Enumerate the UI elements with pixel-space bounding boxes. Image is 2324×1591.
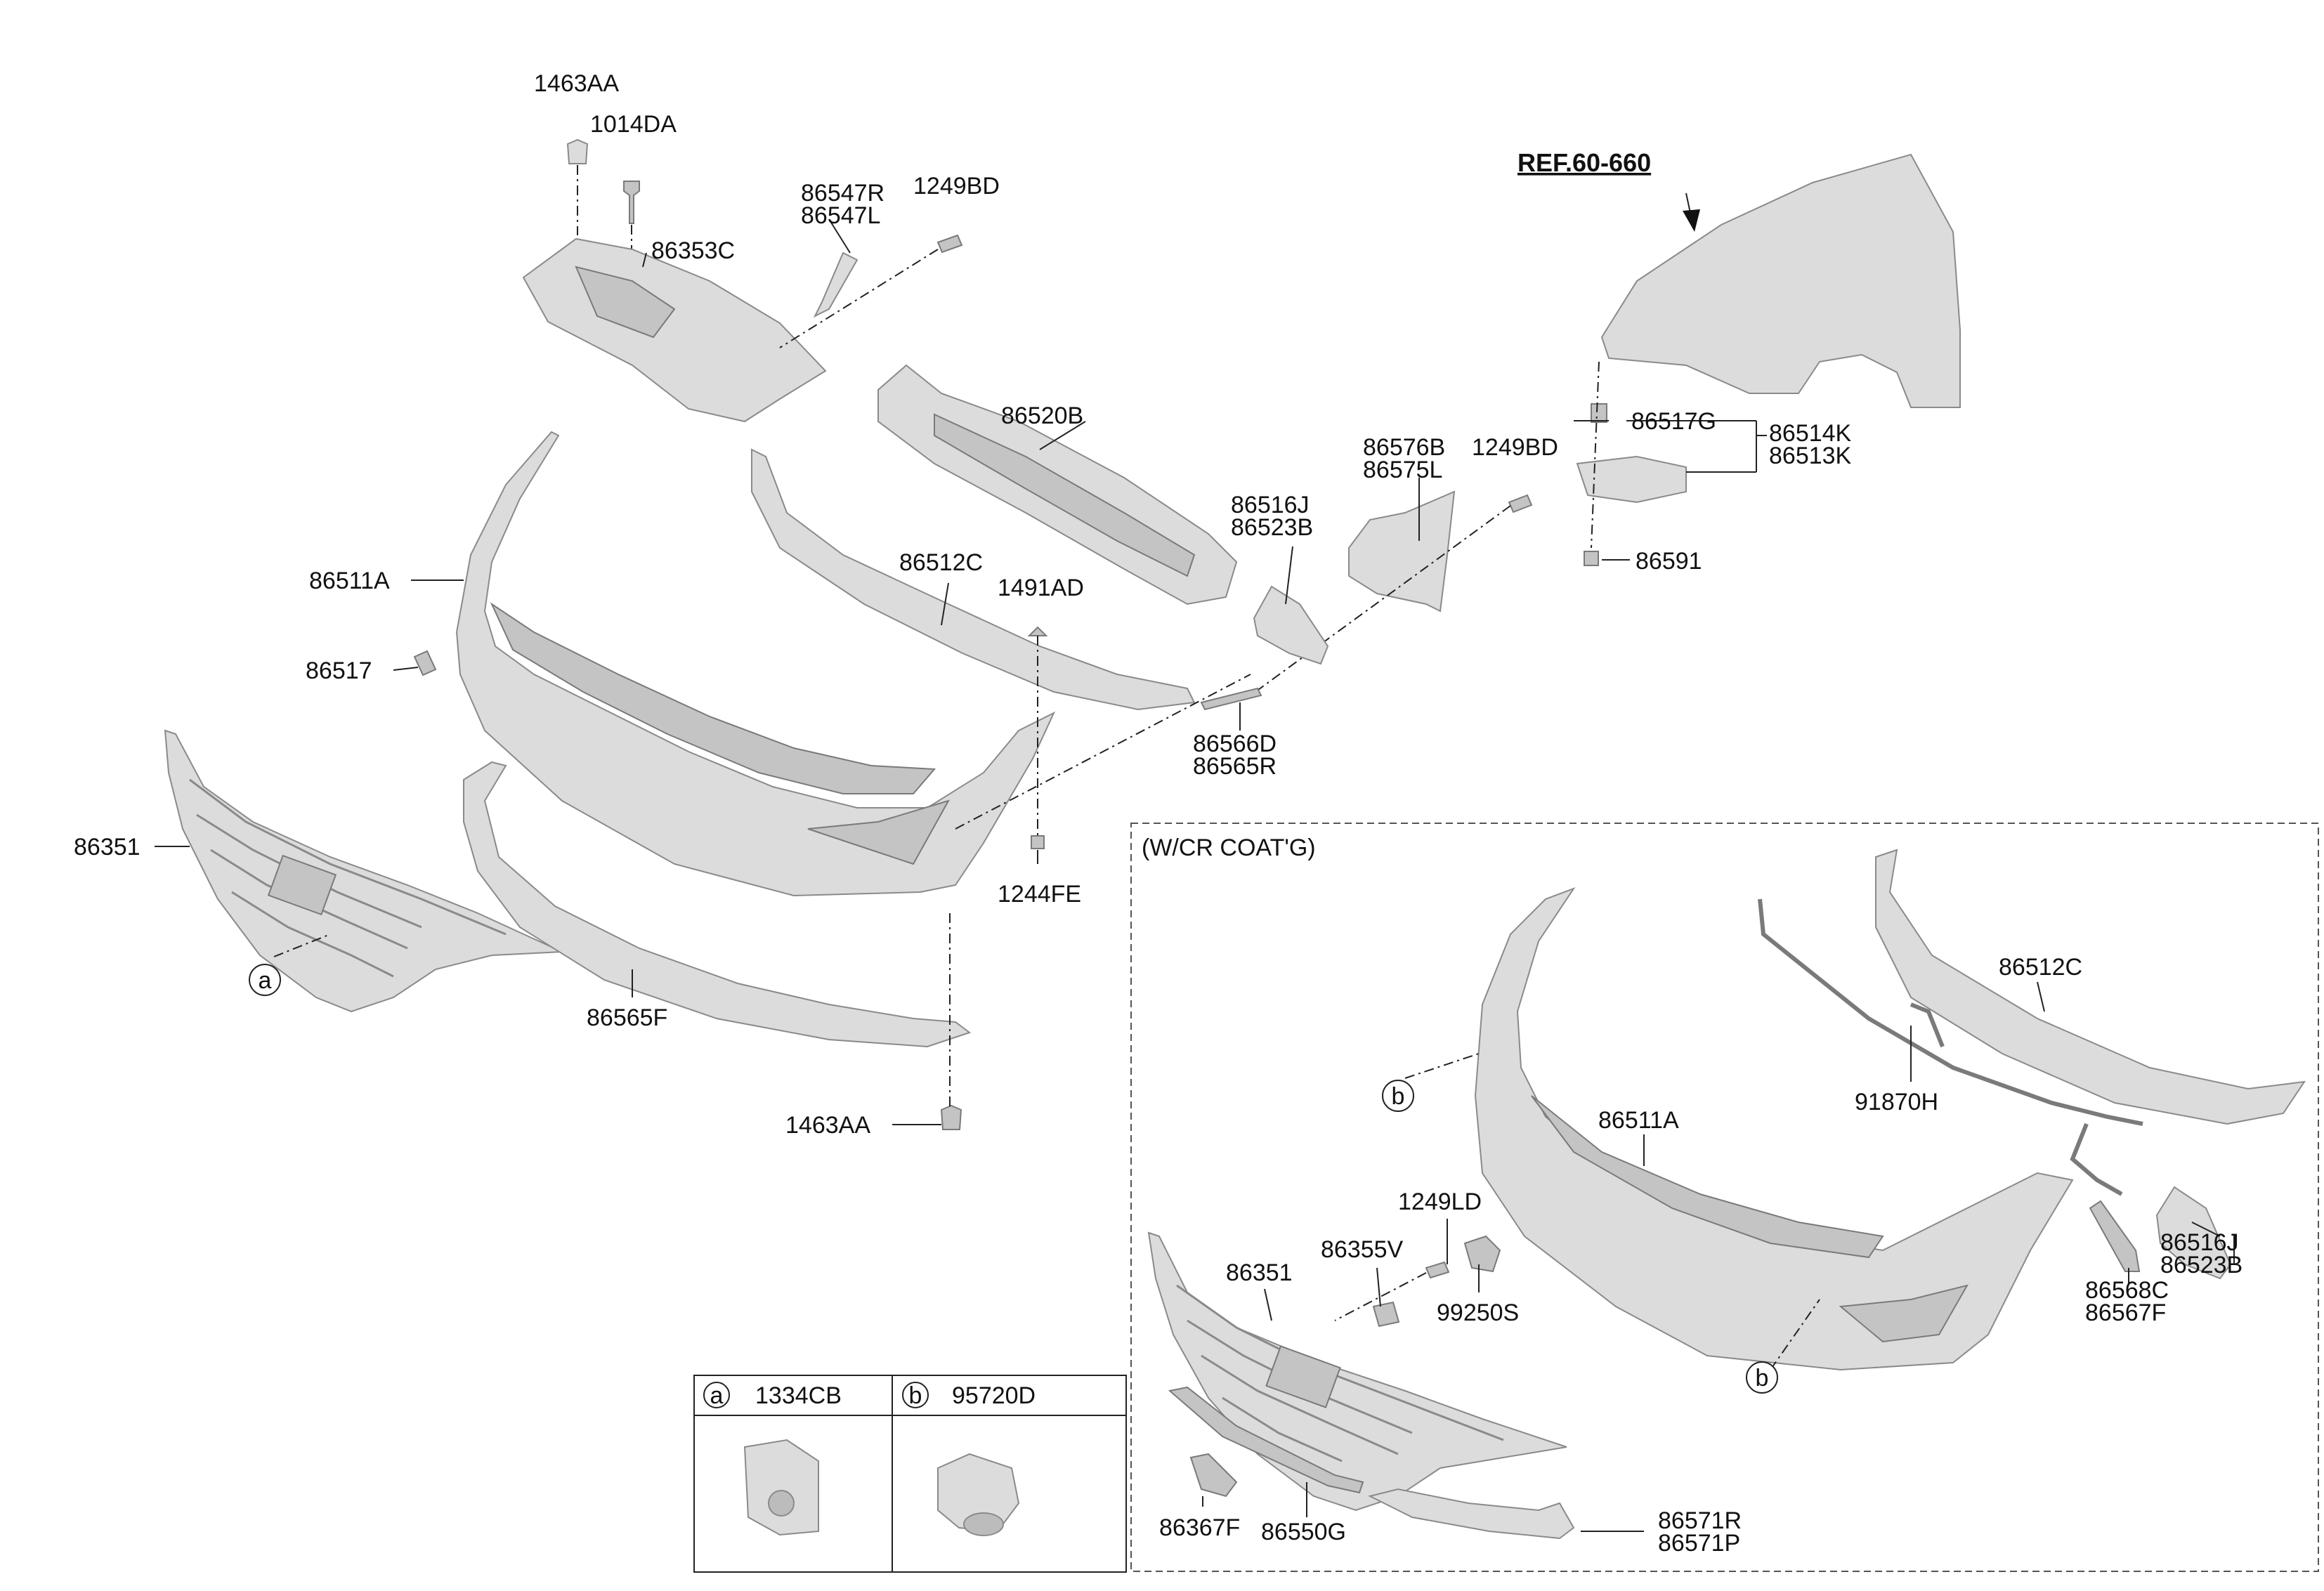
- legend-part-95720D: [937, 1453, 1020, 1533]
- label-1463AA-top: 1463AA: [534, 70, 619, 97]
- callout-a-label: a: [259, 967, 272, 994]
- part-86517: [413, 650, 437, 676]
- legend-callout-b-icon: [902, 1382, 929, 1408]
- inset-bolt-1249LD: [1425, 1261, 1450, 1279]
- legend-part-b: 95720D: [952, 1382, 1036, 1409]
- callout-b-upper-label: b: [1392, 1083, 1405, 1110]
- label-86591: 86591: [1636, 548, 1702, 575]
- leader-lines: [155, 218, 1767, 1125]
- label-86547L: 86547L: [801, 202, 880, 229]
- inset-part-86550G: [1168, 1386, 1364, 1494]
- part-86512C: [751, 448, 1196, 711]
- part-86516J: [1253, 585, 1329, 665]
- inset-label-99250S: 99250S: [1437, 1299, 1519, 1326]
- inset-label-86571R: 86571R: [1658, 1507, 1742, 1534]
- label-1244FE: 1244FE: [998, 881, 1081, 908]
- inset-part-86511A: [1474, 886, 2074, 1371]
- part-86566D: [1200, 687, 1262, 711]
- label-86517G: 86517G: [1631, 408, 1716, 435]
- label-1249BD-mid: 1249BD: [1472, 434, 1558, 461]
- label-86565F: 86565F: [587, 1004, 667, 1031]
- legend-key-a: a: [710, 1382, 724, 1409]
- part-86514K-bracket: [1576, 455, 1687, 504]
- legend-table: [693, 1375, 1127, 1573]
- label-86353C: 86353C: [651, 237, 735, 264]
- inset-label-86351: 86351: [1226, 1259, 1293, 1286]
- part-fender-ref: [1600, 153, 1961, 408]
- clip-1463AA-top: [566, 138, 589, 164]
- label-86575L: 86575L: [1363, 457, 1442, 483]
- inset-label-91870H: 91870H: [1855, 1089, 1938, 1115]
- part-86353C: [522, 237, 827, 423]
- label-86511A: 86511A: [309, 568, 390, 594]
- part-labels: 1463AA 1014DA 86547R 86547L 1249BD 86353…: [74, 70, 2243, 1557]
- inset-leader-lines: [1202, 981, 2235, 1532]
- bolt-1014DA: [623, 181, 640, 224]
- inset-frame: [1130, 823, 2319, 1572]
- label-86566D: 86566D: [1193, 731, 1277, 757]
- label-86516J: 86516J: [1231, 492, 1310, 518]
- label-86520B: 86520B: [1001, 402, 1083, 429]
- inset-label-86516J: 86516J: [2160, 1229, 2239, 1256]
- callout-b-lower: b: [1746, 1361, 1778, 1394]
- label-86514K: 86514K: [1769, 420, 1852, 447]
- label-86576B: 86576B: [1363, 434, 1445, 461]
- label-86547R: 86547R: [801, 180, 884, 207]
- inset-label-86571P: 86571P: [1658, 1530, 1740, 1557]
- label-86565R: 86565R: [1193, 753, 1277, 780]
- part-86511A: [455, 431, 1056, 897]
- legend-part-a: 1334CB: [755, 1382, 842, 1409]
- inset-part-86568C: [2089, 1200, 2141, 1272]
- part-86547: [813, 251, 859, 318]
- fastener-1491AD: [1027, 626, 1048, 636]
- legend-key-b: b: [909, 1382, 922, 1409]
- inset-label-86511A: 86511A: [1598, 1107, 1679, 1134]
- label-1491AD: 1491AD: [998, 575, 1084, 601]
- callout-b-upper: b: [1382, 1080, 1414, 1112]
- bolt-1249BD-top: [936, 234, 963, 254]
- inset-label-86567F: 86567F: [2085, 1299, 2166, 1326]
- label-86517: 86517: [306, 657, 372, 684]
- inset-label-86550G: 86550G: [1261, 1519, 1346, 1545]
- part-86517G: [1591, 403, 1607, 423]
- bolt-1249BD-mid: [1508, 494, 1533, 513]
- label-1014DA: 1014DA: [590, 111, 677, 138]
- inset-label-86568C: 86568C: [2085, 1277, 2169, 1304]
- label-86351: 86351: [74, 834, 141, 860]
- label-1463AA-bottom: 1463AA: [785, 1112, 870, 1139]
- fastener-1244FE: [1031, 835, 1045, 849]
- clip-1463AA-bottom: [940, 1104, 962, 1130]
- inset-label-86512C: 86512C: [1999, 954, 2082, 981]
- inset-title: (W/CR COAT'G): [1142, 834, 1316, 861]
- inset-part-86516J: [2155, 1186, 2232, 1280]
- inset-part-86367F: [1189, 1453, 1238, 1498]
- label-86512C: 86512C: [899, 549, 983, 576]
- callout-b-lower-label: b: [1756, 1365, 1769, 1392]
- part-86520B: [877, 364, 1238, 605]
- label-1249BD-top: 1249BD: [913, 173, 1000, 199]
- part-86565F: [463, 761, 972, 1048]
- callout-a: a: [249, 964, 281, 996]
- inset-label-86367F: 86367F: [1159, 1514, 1240, 1541]
- part-86591: [1584, 551, 1599, 566]
- inset-part-99250S: [1463, 1235, 1501, 1273]
- legend-callout-a-icon: [703, 1382, 730, 1408]
- inset-part-86355V: [1372, 1301, 1400, 1328]
- inset-part-86571: [1368, 1488, 1575, 1540]
- inset-label-1249LD: 1249LD: [1398, 1189, 1482, 1215]
- label-86513K: 86513K: [1769, 443, 1852, 469]
- inset-part-86512C: [1875, 849, 2306, 1125]
- label-86523B: 86523B: [1231, 514, 1313, 541]
- inset-label-86355V: 86355V: [1321, 1236, 1404, 1263]
- label-ref-60-660: REF.60-660: [1517, 148, 1651, 177]
- part-86576B: [1348, 490, 1456, 613]
- inset-label-86523B: 86523B: [2160, 1252, 2243, 1278]
- legend-part-1334CB: [743, 1439, 819, 1536]
- part-86351: [164, 729, 563, 1013]
